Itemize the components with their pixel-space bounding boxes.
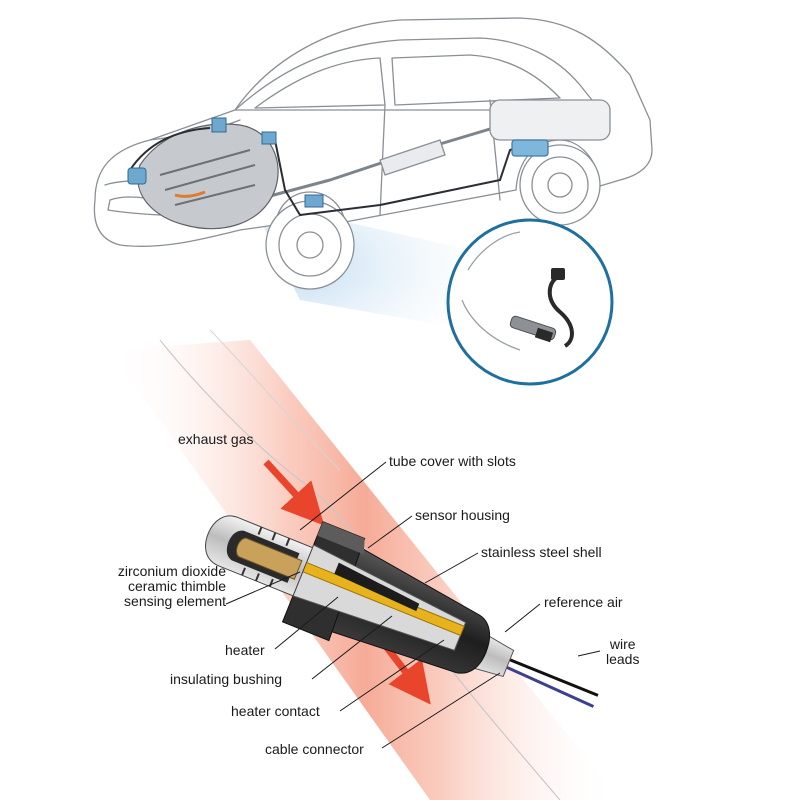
- label-heater: heater: [225, 643, 265, 658]
- label-thimble-line3: sensing element: [118, 594, 226, 609]
- leader-reference-air: [505, 604, 540, 632]
- label-wire-line1: wire: [606, 637, 639, 652]
- label-thimble: zirconium dioxide ceramic thimble sensin…: [118, 564, 226, 609]
- label-wire-line2: leads: [606, 652, 639, 667]
- label-wire-leads: wire leads: [606, 637, 639, 667]
- leader-wire-leads: [578, 651, 600, 656]
- label-heater-contact: heater contact: [231, 704, 320, 719]
- label-thimble-line1: zirconium dioxide: [118, 564, 226, 579]
- label-insulating-bushing: insulating bushing: [170, 672, 282, 687]
- label-sensor-housing: sensor housing: [415, 508, 510, 523]
- oxygen-sensor-inset: [448, 220, 612, 384]
- label-thimble-line2: ceramic thimble: [118, 579, 226, 594]
- label-reference-air: reference air: [544, 595, 623, 610]
- label-stainless-shell: stainless steel shell: [481, 545, 602, 560]
- label-exhaust-gas: exhaust gas: [178, 432, 254, 447]
- label-tube-cover: tube cover with slots: [389, 454, 516, 469]
- label-cable-connector: cable connector: [265, 742, 364, 757]
